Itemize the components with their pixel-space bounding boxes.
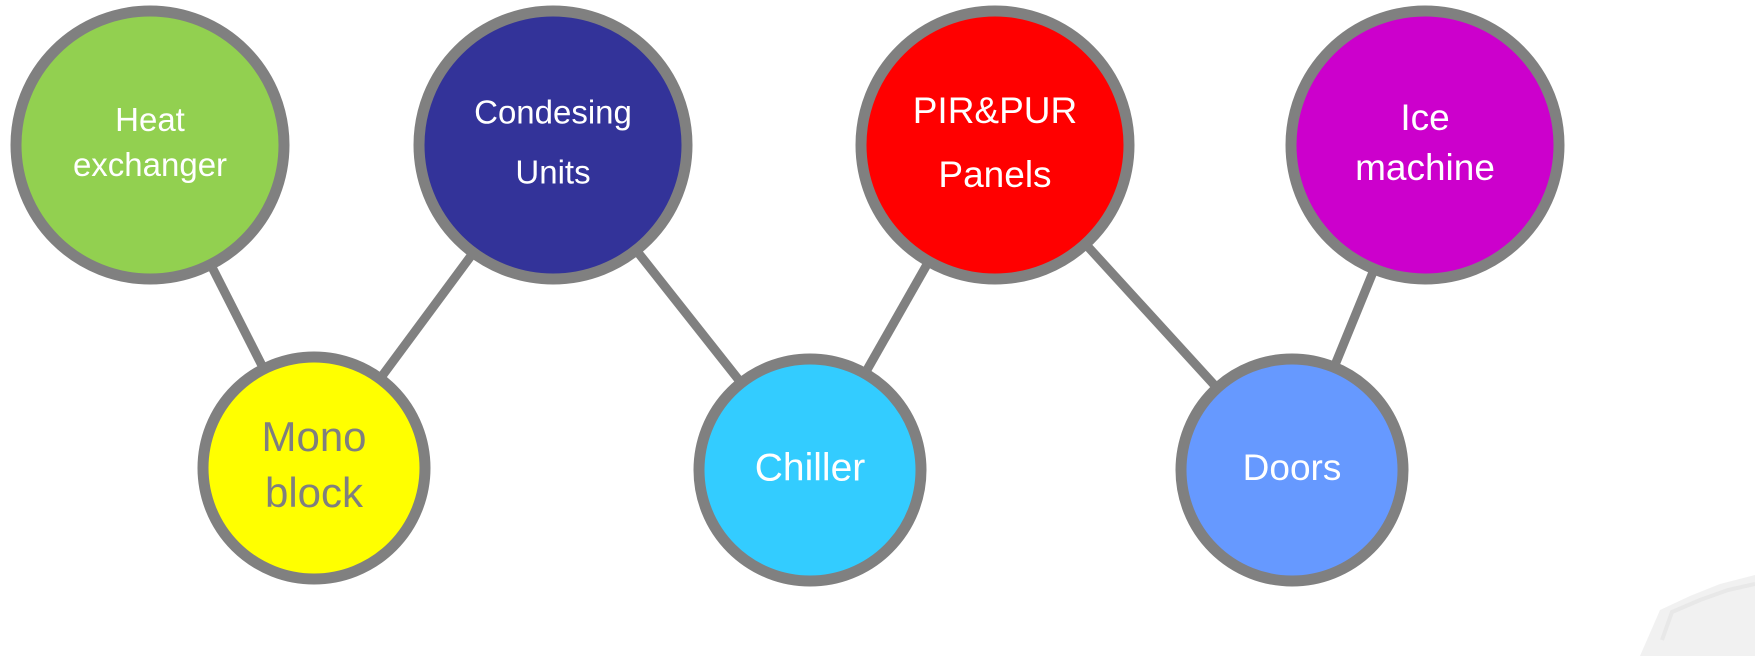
node-label-heat-exchanger-line-1: Heat [115,101,185,138]
node-ice-machine: Ice machine [1285,5,1565,285]
node-label-pir-pur-panels-line-1: PIR&PUR [913,90,1077,131]
node-label-chiller-line-1: Chiller [755,446,866,489]
node-label-mono-block-line-2: block [265,469,364,516]
node-doors: Doors [1175,353,1409,587]
node-circle-pir-pur-panels [855,5,1135,285]
node-label-mono-block-line-1: Mono [261,413,366,460]
node-circle-doors [1175,353,1409,587]
node-heat-exchanger: Heat exchanger [10,5,290,285]
node-circle-chiller [693,353,927,587]
node-label-condensing-units-line-1: Condesing [474,94,632,131]
node-mono-block: Mono block [197,351,431,585]
node-circle-heat-exchanger [10,5,290,285]
node-chiller: Chiller [693,353,927,587]
node-label-pir-pur-panels-line-2: Panels [938,154,1051,195]
node-label-condensing-units-line-2: Units [515,154,590,191]
node-label-ice-machine-line-2: machine [1355,147,1495,188]
node-circle-mono-block [197,351,431,585]
node-label-ice-machine-line-1: Ice [1400,97,1449,138]
node-label-doors-line-1: Doors [1243,447,1342,488]
node-circle-ice-machine [1285,5,1565,285]
node-circle-condensing-units [413,5,693,285]
node-pir-pur-panels: PIR&PUR Panels [855,5,1135,285]
node-label-heat-exchanger-line-2: exchanger [73,146,227,183]
corner-watermark [1640,575,1755,656]
